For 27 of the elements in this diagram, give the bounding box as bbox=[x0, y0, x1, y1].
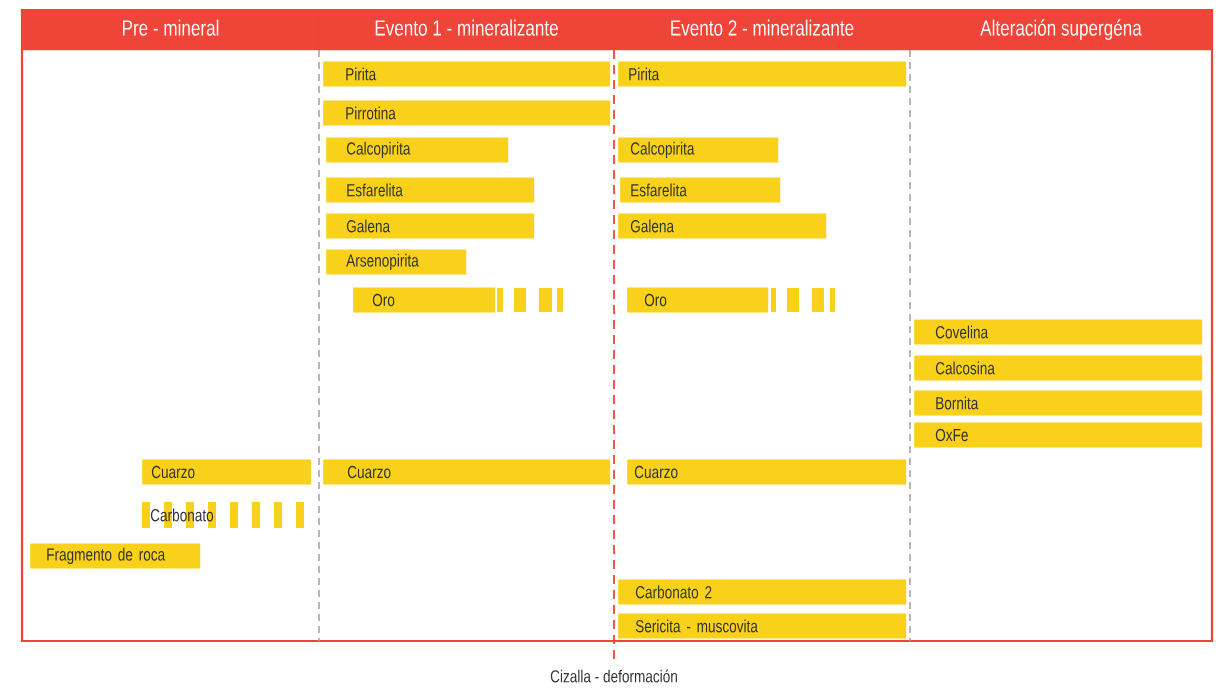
mineral-bar: Covelina bbox=[914, 319, 1203, 345]
mineral-bar: Esfarelita bbox=[620, 177, 781, 203]
mineral-bar: Cuarzo bbox=[627, 459, 907, 485]
column-header: Pre - mineral bbox=[21, 9, 320, 51]
column-header: Evento 1 - mineralizante bbox=[318, 9, 615, 51]
mineral-bar: Galena bbox=[326, 213, 535, 239]
mineral-bar: Cuarzo bbox=[323, 459, 611, 485]
mineral-bar: Oro bbox=[353, 287, 563, 313]
mineral-bar: Pirita bbox=[323, 61, 611, 87]
mineral-bar: Cuarzo bbox=[142, 459, 312, 485]
mineral-bar: Calcopirita bbox=[618, 137, 779, 163]
mineral-bar: Carbonato 2 bbox=[618, 579, 907, 605]
mineral-bar: Fragmento de roca bbox=[30, 543, 201, 569]
mineral-bar: Esfarelita bbox=[326, 177, 535, 203]
mineral-bar: Bornita bbox=[914, 390, 1203, 416]
mineral-bar: OxFe bbox=[914, 422, 1203, 448]
mineral-bar: Sericita - muscovita bbox=[618, 613, 907, 639]
column-header: Alteración supergéna bbox=[909, 9, 1213, 51]
axis-note: Cizalla - deformación bbox=[550, 669, 677, 683]
mineral-bar: Arsenopirita bbox=[326, 249, 467, 275]
mineral-bar: Galena bbox=[618, 213, 827, 239]
mineral-bar: Oro bbox=[627, 287, 835, 313]
mineral-bar: Pirrotina bbox=[323, 100, 611, 126]
mineral-bar: Pirita bbox=[618, 61, 907, 87]
mineral-bar: Calcopirita bbox=[326, 137, 509, 163]
mineral-bar: Calcosina bbox=[914, 355, 1203, 381]
column-header: Evento 2 - mineralizante bbox=[613, 9, 911, 51]
